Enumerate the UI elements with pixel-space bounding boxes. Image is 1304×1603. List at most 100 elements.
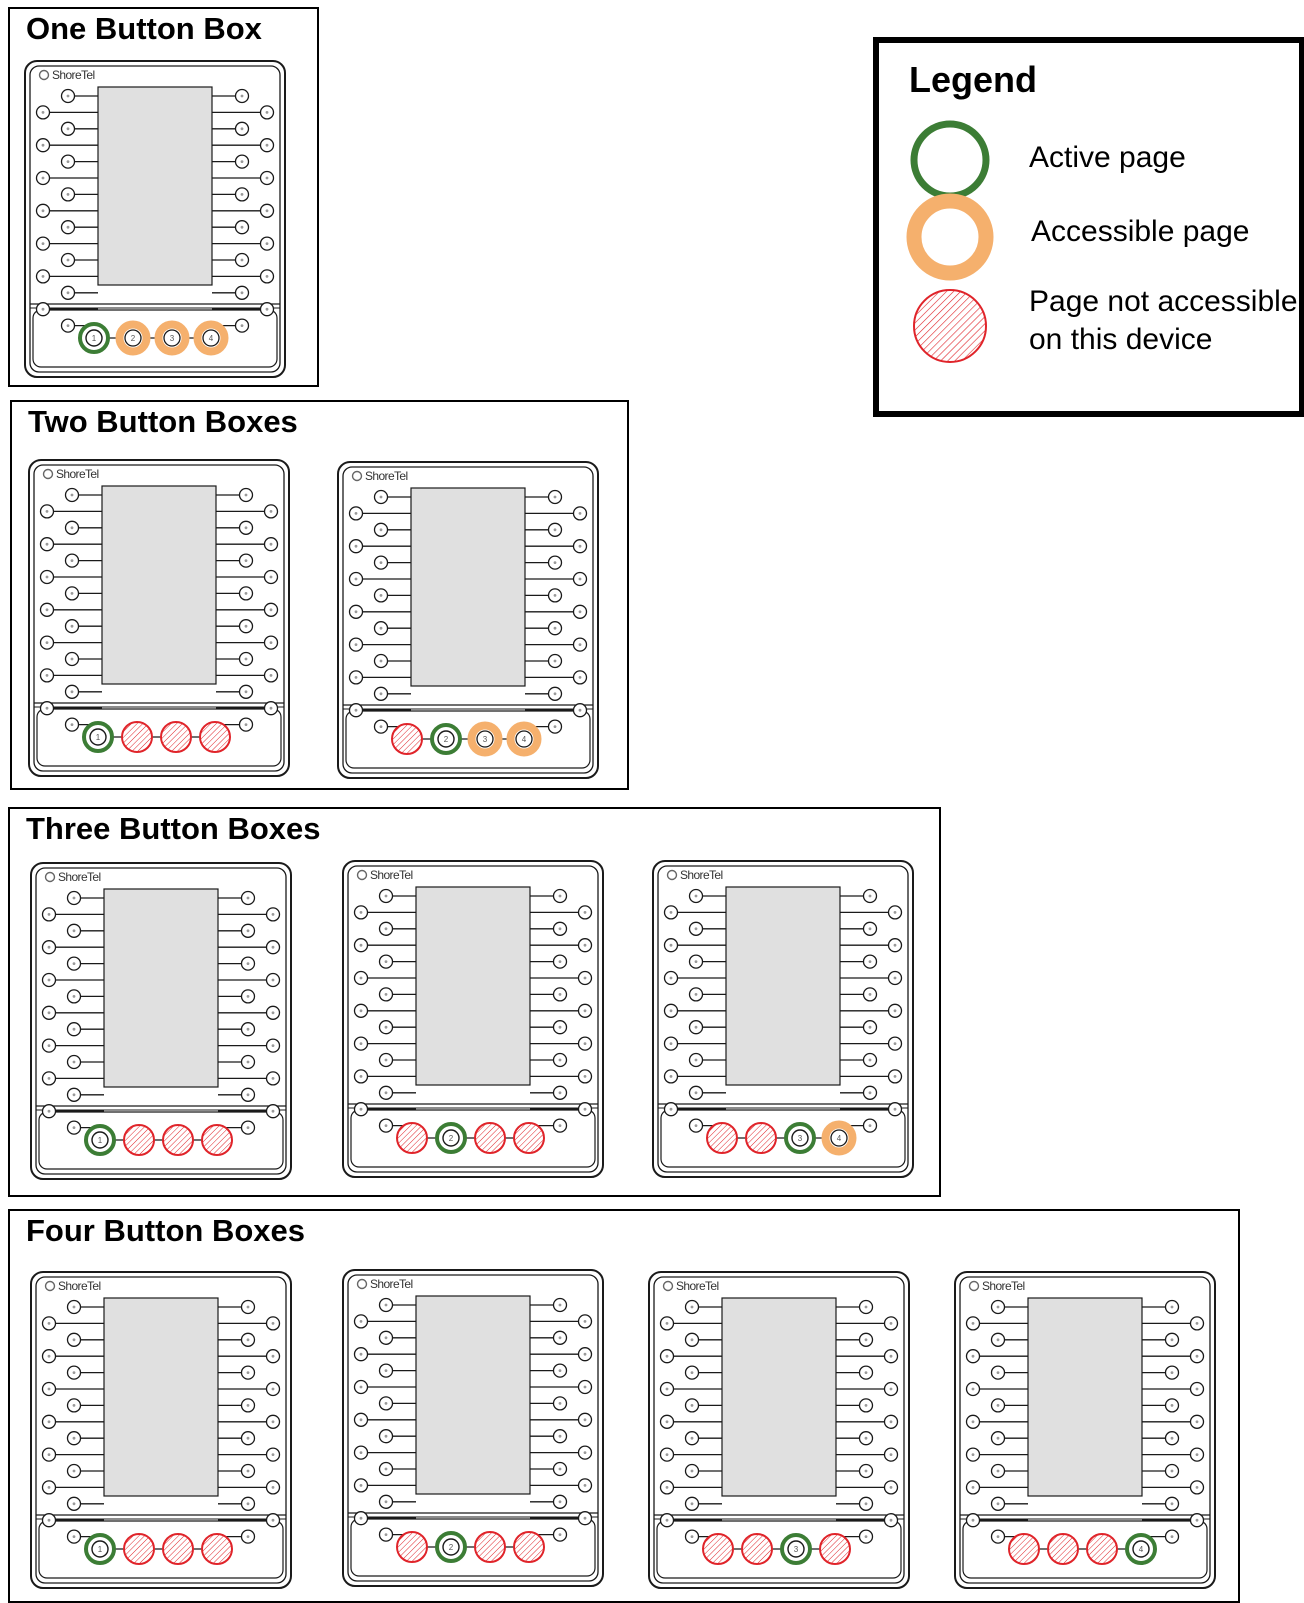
button-dot	[889, 1354, 893, 1358]
button-dot	[558, 1500, 562, 1504]
button-dot	[864, 1436, 868, 1440]
brand-name: ShoreTel	[676, 1279, 719, 1293]
page-3-button[interactable]: 3	[154, 320, 190, 356]
page-number: 1	[98, 1545, 103, 1554]
button-dot	[868, 927, 872, 931]
legend-item-accessible: Accessible page	[905, 189, 1249, 290]
page-4-button[interactable]	[199, 721, 231, 753]
button-dot	[244, 723, 248, 726]
page-number: 3	[170, 334, 175, 343]
page-1-button[interactable]	[396, 1122, 428, 1154]
page-4-button[interactable]: 4	[1125, 1533, 1157, 1565]
page-1-button[interactable]	[396, 1531, 428, 1563]
button-dot	[694, 993, 698, 996]
button-dot	[1170, 1469, 1174, 1473]
not-accessible-page-hatched-icon	[121, 721, 153, 753]
button-dot	[868, 1058, 872, 1062]
page-4-button[interactable]	[819, 1533, 851, 1565]
accessible-page-ring-icon	[906, 193, 994, 281]
brand-name: ShoreTel	[365, 469, 408, 483]
button-dot	[244, 690, 248, 694]
button-dot	[996, 1535, 1000, 1538]
button-dot	[244, 657, 248, 661]
page-2-button[interactable]	[745, 1122, 777, 1154]
button-dot	[265, 176, 269, 180]
page-2-button[interactable]	[123, 1533, 155, 1565]
button-dot	[384, 1533, 388, 1536]
page-4-button[interactable]	[201, 1124, 233, 1156]
button-dot	[558, 894, 562, 898]
page-2-button[interactable]: 2	[435, 1531, 467, 1563]
button-dot	[72, 1436, 76, 1440]
page-2-button[interactable]: 2	[115, 320, 151, 356]
not-accessible-page-hatched-icon	[741, 1533, 773, 1565]
page-4-button[interactable]: 4	[193, 320, 229, 356]
page-2-button[interactable]: 2	[430, 723, 462, 755]
page-4-button[interactable]	[513, 1531, 545, 1563]
button-dot	[359, 1075, 363, 1078]
button-dot	[246, 1469, 250, 1473]
button-dot	[665, 1518, 669, 1522]
button-dot	[240, 94, 244, 98]
page-3-button[interactable]	[474, 1531, 506, 1563]
button-dot	[66, 258, 70, 262]
button-dot	[864, 1338, 868, 1342]
page-button-face	[442, 1538, 460, 1556]
page-4-button[interactable]	[201, 1533, 233, 1565]
button-dot	[246, 1502, 250, 1506]
page-3-button[interactable]: 3	[780, 1533, 812, 1565]
page-1-button[interactable]: 1	[84, 1533, 116, 1565]
button-dot	[354, 610, 358, 614]
button-dot	[384, 1124, 388, 1127]
page-2-button[interactable]	[741, 1533, 773, 1565]
page-2-button[interactable]	[121, 721, 153, 753]
page-2-button[interactable]	[123, 1124, 155, 1156]
page-number: 2	[444, 735, 449, 744]
page-3-button[interactable]	[162, 1124, 194, 1156]
page-1-button[interactable]: 1	[78, 322, 110, 354]
page-3-button[interactable]	[160, 721, 192, 753]
page-1-button[interactable]	[706, 1122, 738, 1154]
button-dot	[971, 1486, 975, 1489]
page-button-face	[1132, 1540, 1150, 1558]
page-3-button[interactable]: 3	[784, 1122, 816, 1154]
page-3-button[interactable]	[474, 1122, 506, 1154]
center-screen	[410, 487, 526, 687]
button-dot	[72, 962, 76, 965]
button-dot	[269, 608, 273, 612]
legend-title: Legend	[909, 59, 1038, 100]
button-dot	[1195, 1387, 1199, 1391]
page-3-button[interactable]: 3	[467, 721, 503, 757]
page-3-button[interactable]	[1086, 1533, 1118, 1565]
button-dot	[359, 976, 363, 980]
button-dot	[694, 960, 698, 963]
page-4-button[interactable]	[513, 1122, 545, 1154]
center-screen	[415, 886, 531, 1086]
brand-name: ShoreTel	[52, 68, 95, 82]
page-button-face	[89, 728, 107, 746]
button-dot	[66, 127, 70, 131]
page-1-button[interactable]	[702, 1533, 734, 1565]
page-4-button[interactable]: 4	[821, 1120, 857, 1156]
button-dot	[246, 962, 250, 965]
button-dot	[1195, 1322, 1199, 1325]
button-dot	[359, 1516, 363, 1520]
page-1-button[interactable]	[1008, 1533, 1040, 1565]
page-1-button[interactable]	[391, 723, 423, 755]
not-accessible-page-hatched-icon	[199, 721, 231, 753]
shoretel-logo-icon	[38, 69, 50, 81]
button-dot	[384, 1500, 388, 1504]
page-4-button[interactable]: 4	[506, 721, 542, 757]
page-1-button[interactable]: 1	[82, 721, 114, 753]
button-dot	[690, 1502, 694, 1506]
button-dot	[70, 657, 74, 661]
page-2-button[interactable]: 2	[435, 1122, 467, 1154]
page-1-button[interactable]: 1	[84, 1124, 116, 1156]
page-3-button[interactable]	[162, 1533, 194, 1565]
page-number: 1	[98, 1136, 103, 1145]
page-2-button[interactable]	[1047, 1533, 1079, 1565]
